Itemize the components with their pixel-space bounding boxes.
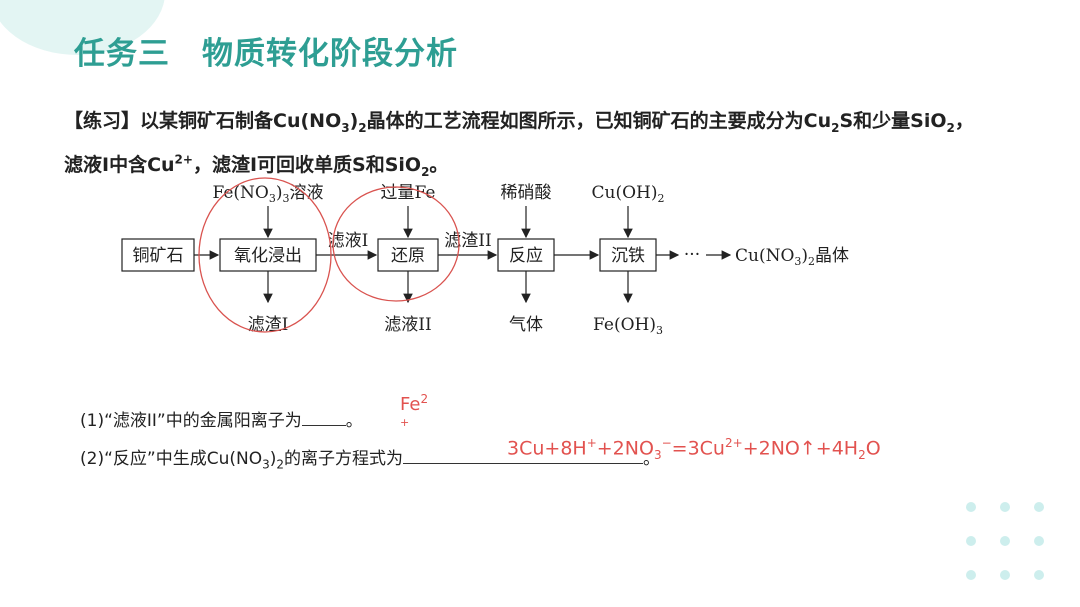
question-1: (1)“滤液II”中的金属阳离子为。 [80,409,363,431]
input-copper-hydroxide: Cu(OH)2 [592,183,665,205]
exercise-line-1: 【练习】以某铜矿石制备Cu(NO3)2晶体的工艺流程如图所示，已知铜矿石的主要成… [64,110,974,135]
box-oxidize-label: 氧化浸出 [234,246,302,266]
box-reduce [377,238,439,272]
answer-2-equation: 3Cu+8H++2NO3−=3Cu2++2NO↑+4H2O [507,436,881,463]
box-ore-label: 铜矿石 [133,246,184,266]
box-iron-label: 沉铁 [611,246,645,266]
ellipsis: ··· [684,245,700,265]
output-iron-hydroxide: Fe(OH)3 [593,315,663,337]
input-fe-nitrate: Fe(NO3)3溶液 [212,183,323,205]
answer-blank-1[interactable] [301,409,346,426]
input-dilute-nitric-acid: 稀硝酸 [501,183,552,203]
box-react-label: 反应 [509,246,543,266]
box-reduce-label: 还原 [391,246,425,266]
output-gas: 气体 [509,315,543,335]
answer-blank-2[interactable] [403,447,643,464]
annotation-circle-oxidize [198,177,332,333]
dot-grid-decoration [958,494,1058,584]
input-excess-fe: 过量Fe [381,183,436,203]
label-residue-2: 滤渣II [444,231,491,251]
question-2: (2)“反应”中生成Cu(NO3)2的离子方程式为。 [80,447,660,472]
exercise-line-2: 滤液I中含Cu2+，滤渣I可回收单质S和SiO2。 [64,152,449,179]
annotation-circle-reduce [332,186,460,302]
product-label: Cu(NO3)2晶体 [735,246,849,268]
box-ore [121,238,195,272]
answer-1: Fe2 [400,392,429,415]
process-flow-diagram: 铜矿石 氧化浸出 还原 反应 沉铁 滤液I 滤渣II ··· Fe(NO3)3溶… [121,177,849,337]
label-filtrate-1: 滤液I [328,231,369,251]
output-filtrate-2: 滤液II [384,315,431,335]
answer-1-charge: + [400,416,410,429]
box-oxidize [219,238,317,272]
page-title: 任务三 物质转化阶段分析 [74,36,458,72]
